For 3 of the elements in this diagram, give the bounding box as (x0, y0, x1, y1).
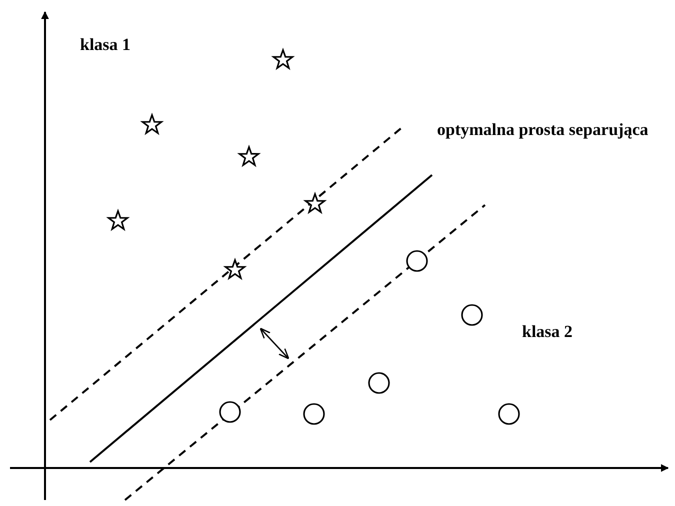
class-label: klasa 1 (80, 34, 131, 56)
line-label: optymalna prosta separująca (437, 119, 648, 141)
class-label: klasa 2 (522, 321, 573, 343)
